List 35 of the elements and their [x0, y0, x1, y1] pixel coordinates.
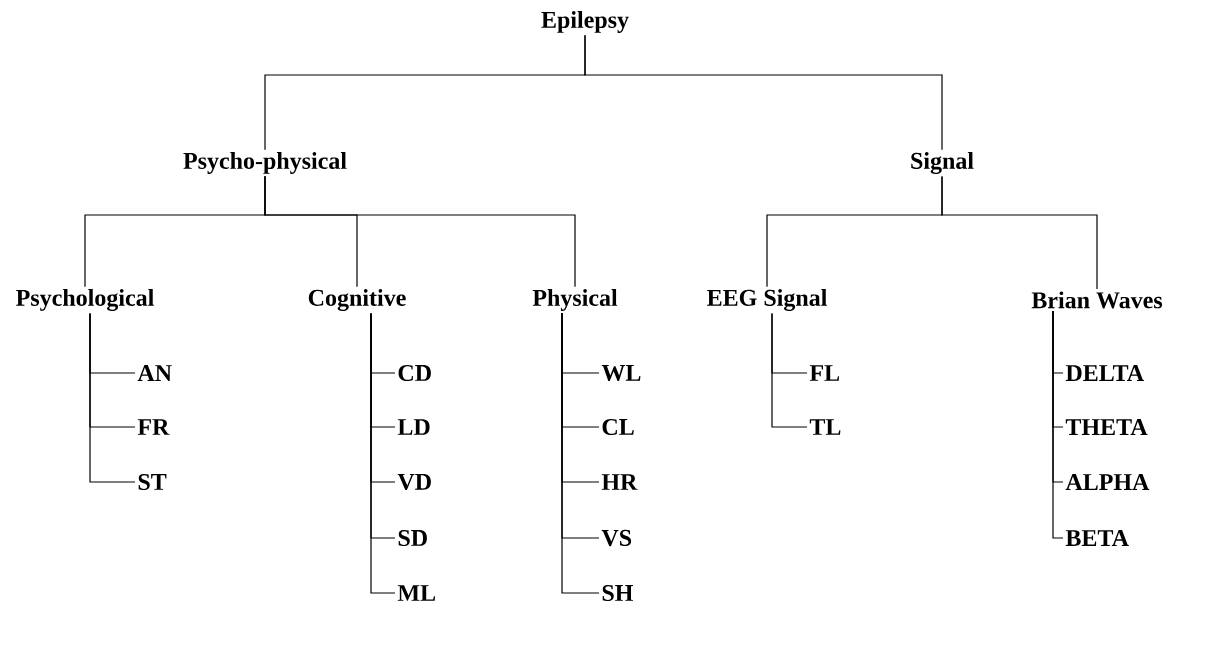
category-label: Psychological	[16, 289, 154, 311]
category-label: Psycho-physical	[183, 152, 347, 174]
leaf-label: LD	[397, 419, 430, 435]
connector-line	[370, 312, 396, 594]
category-label: Cognitive	[308, 289, 406, 311]
connector-line	[771, 312, 808, 428]
leaf-label: VS	[601, 529, 632, 547]
connector-line	[561, 312, 600, 594]
leaf-label: FL	[809, 365, 840, 381]
connector-line	[264, 175, 576, 288]
leaf-label: ST	[138, 473, 167, 491]
category-label: Signal	[911, 152, 974, 174]
leaf-label: BETA	[1065, 530, 1129, 546]
leaf-label: DELTA	[1065, 365, 1144, 381]
category-label: Physical	[532, 289, 618, 311]
leaf-label: AN	[137, 365, 172, 381]
category-label: Epilepsy	[541, 11, 629, 33]
connector-line	[941, 175, 1098, 290]
leaf-label: THETA	[1065, 419, 1148, 435]
leaf-label: HR	[601, 474, 638, 490]
connector-line	[89, 312, 136, 483]
category-label: EEG Signal	[707, 289, 827, 311]
leaf-label: SD	[398, 529, 427, 547]
leaf-label: CL	[602, 418, 634, 436]
leaf-label: FR	[137, 419, 170, 435]
leaf-label: ML	[397, 585, 436, 601]
leaf-label: CD	[398, 364, 431, 382]
leaf-label: TL	[809, 419, 841, 435]
leaf-label: SH	[602, 584, 633, 602]
category-label: Brian Waves	[1031, 291, 1163, 309]
leaf-label: VD	[397, 473, 431, 491]
leaf-label: WL	[601, 364, 641, 382]
connector-line	[584, 34, 943, 151]
leaf-label: ALPHA	[1065, 474, 1150, 490]
connector-line	[1052, 310, 1064, 539]
